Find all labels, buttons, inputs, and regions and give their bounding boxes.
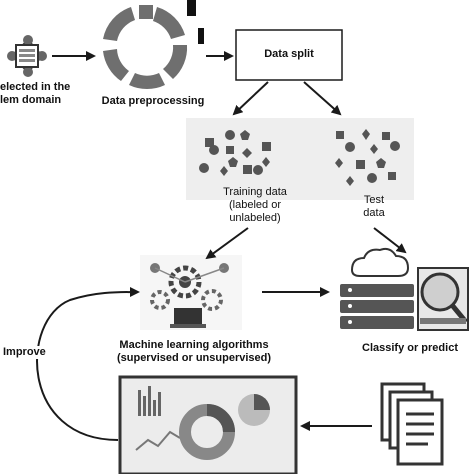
data-split-label: Data split [264, 48, 314, 60]
black-marker-2 [198, 28, 204, 44]
training-data-label: Training data (labeled or unlabeled) [200, 186, 310, 225]
training-data-shapes [199, 130, 271, 176]
ml-line-2: (supervised or unsupervised) [116, 352, 272, 364]
problem-domain-line-1: elected in the [0, 81, 71, 93]
data-split-box [235, 29, 343, 81]
training-line-1: Training data [223, 186, 287, 198]
ml-algorithms-label: Machine learning algorithms (supervised … [104, 339, 284, 365]
ml-line-1: Machine learning algorithms [119, 339, 269, 351]
documents-icon [380, 382, 444, 466]
test-panel [322, 118, 414, 200]
arrow-training-to-ml [205, 227, 249, 260]
dashboard-icon [118, 375, 298, 474]
cycle-icon [103, 5, 188, 90]
test-data-label: Test data [344, 194, 404, 220]
magnifier-icon [417, 267, 469, 331]
arrow-improve-loop [36, 287, 140, 441]
training-line-3: unlabeled) [229, 212, 281, 224]
test-line-2: data [363, 207, 385, 219]
network-icon [7, 35, 47, 77]
algorithm-gears-icon [140, 255, 242, 330]
black-marker [187, 0, 196, 16]
improve-label: Improve [3, 346, 63, 359]
test-data-shapes [335, 129, 400, 186]
arrow-test-to-classify [373, 227, 407, 254]
test-line-1: Test [363, 194, 385, 206]
problem-domain-label: elected in the lem domain [0, 81, 80, 107]
arrow-split-to-test [303, 81, 342, 116]
preprocessing-label: Data preprocessing [101, 95, 205, 107]
cloud-server-icon [340, 247, 414, 329]
training-line-2: (labeled or [229, 199, 281, 211]
problem-domain-line-2: lem domain [0, 94, 62, 106]
classify-label: Classify or predict [362, 342, 458, 354]
arrow-split-to-training [232, 81, 269, 116]
